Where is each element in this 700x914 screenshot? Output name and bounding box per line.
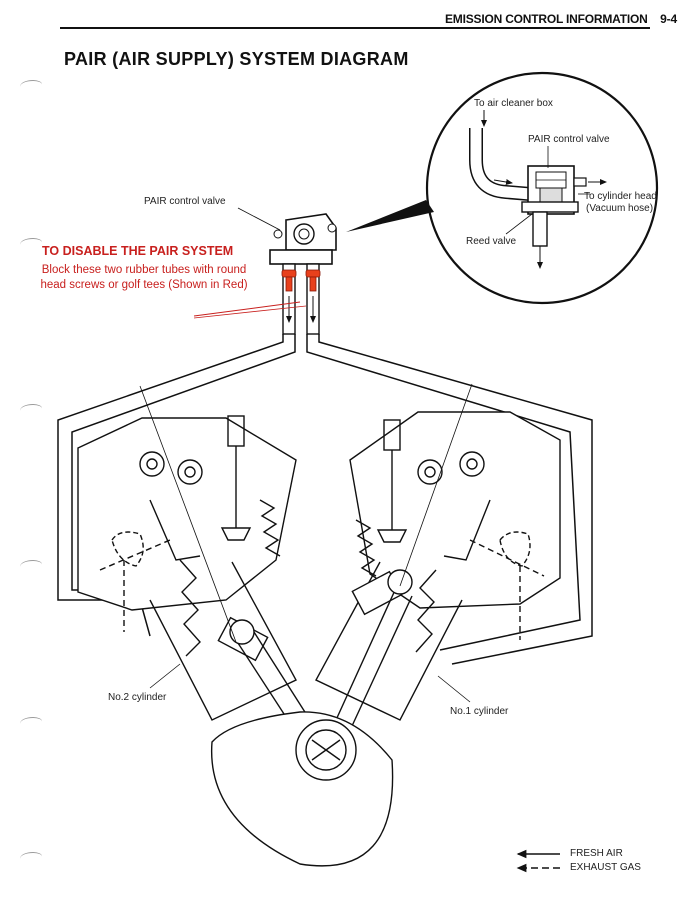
label-vacuum-hose: (Vacuum hose) [586, 203, 654, 214]
label-no1-cylinder: No.1 cylinder [450, 706, 509, 717]
label-pair-valve-inset: PAIR control valve [528, 134, 610, 145]
legend-fresh-air-label: FRESH AIR [570, 848, 623, 859]
cylinder-head-no2 [77, 415, 297, 632]
annotation-pointer-lines [193, 301, 307, 319]
inset-pointer-arrow [346, 200, 434, 232]
margin-mark [20, 852, 42, 863]
tube-plug-left [281, 269, 297, 292]
inset-detail [346, 71, 659, 305]
label-to-air-cleaner: To air cleaner box [474, 98, 553, 109]
margin-mark [20, 238, 42, 249]
crankshaft-assembly [210, 569, 413, 867]
header-section: EMISSION CONTROL INFORMATION [445, 12, 648, 26]
tube-plug-right [305, 269, 321, 292]
disable-note-title: TO DISABLE THE PAIR SYSTEM [42, 244, 234, 258]
leader-lines [139, 383, 473, 703]
margin-mark [20, 404, 42, 415]
pair-control-valve [237, 207, 337, 265]
margin-mark [20, 80, 42, 91]
legend-exhaust-gas-label: EXHAUST GAS [570, 862, 641, 873]
legend [516, 849, 560, 873]
label-to-cylinder-head: To cylinder head [584, 191, 657, 202]
label-pair-valve-main: PAIR control valve [144, 196, 226, 207]
label-no2-cylinder: No.2 cylinder [108, 692, 167, 703]
page-header: EMISSION CONTROL INFORMATION 9-4 [445, 12, 677, 26]
header-page-number: 9-4 [660, 12, 677, 26]
margin-mark [20, 560, 42, 571]
margin-mark [20, 717, 42, 728]
label-reed-valve: Reed valve [466, 236, 517, 247]
page-title: PAIR (AIR SUPPLY) SYSTEM DIAGRAM [64, 49, 409, 69]
disable-note-body: Block these two rubber tubes with round … [40, 264, 248, 291]
header-rule [60, 27, 650, 29]
